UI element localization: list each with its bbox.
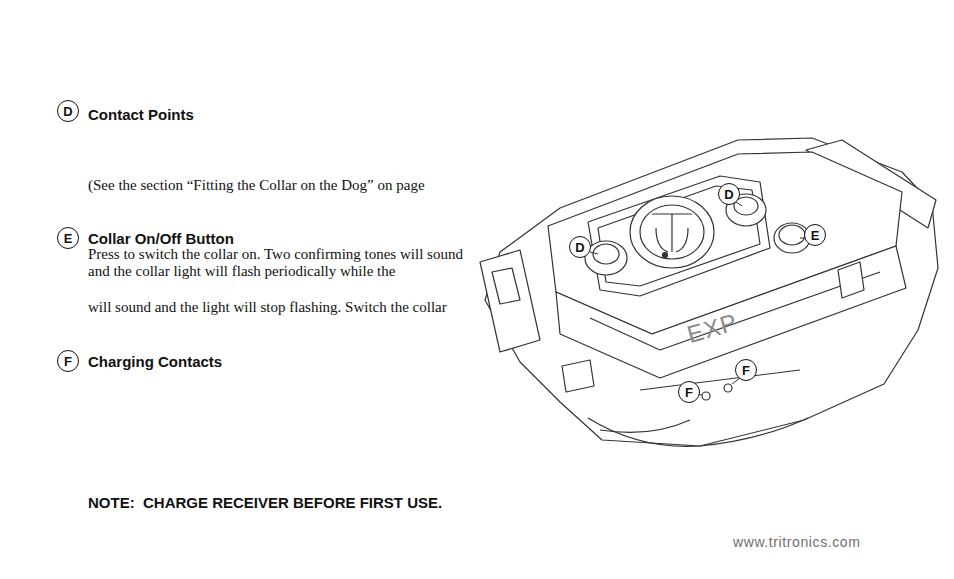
body-text: Press to switch the collar on. Two confi… <box>88 246 480 280</box>
note-text: NOTE: CHARGE RECEIVER BEFORE FIRST USE. <box>88 494 442 511</box>
section-callout: F <box>57 350 79 372</box>
callout-letter: F <box>678 381 700 403</box>
website-url: www.tritronics.com <box>733 534 860 550</box>
callout-text: F <box>685 386 693 399</box>
callout-letter: E <box>804 224 826 246</box>
section-callout: E <box>57 227 79 249</box>
callout-letter: F <box>735 359 757 381</box>
callout-text: F <box>64 355 72 368</box>
section-heading: Contact Points <box>88 106 194 123</box>
callout-letter: D <box>569 236 591 258</box>
body-text: will sound and the light will stop flash… <box>88 299 447 316</box>
callout-text: E <box>811 229 820 242</box>
section-callout: D <box>57 100 79 122</box>
callout-text: D <box>575 241 584 254</box>
section-heading: Charging Contacts <box>88 353 222 370</box>
callout-text: D <box>724 188 733 201</box>
callout-text: D <box>63 105 72 118</box>
callout-text: F <box>742 364 750 377</box>
body-text: (See the section “Fitting the Collar on … <box>88 177 425 194</box>
section-heading: Collar On/Off Button <box>88 230 234 247</box>
callout-text: E <box>64 232 73 245</box>
callout-letter: D <box>718 183 740 205</box>
